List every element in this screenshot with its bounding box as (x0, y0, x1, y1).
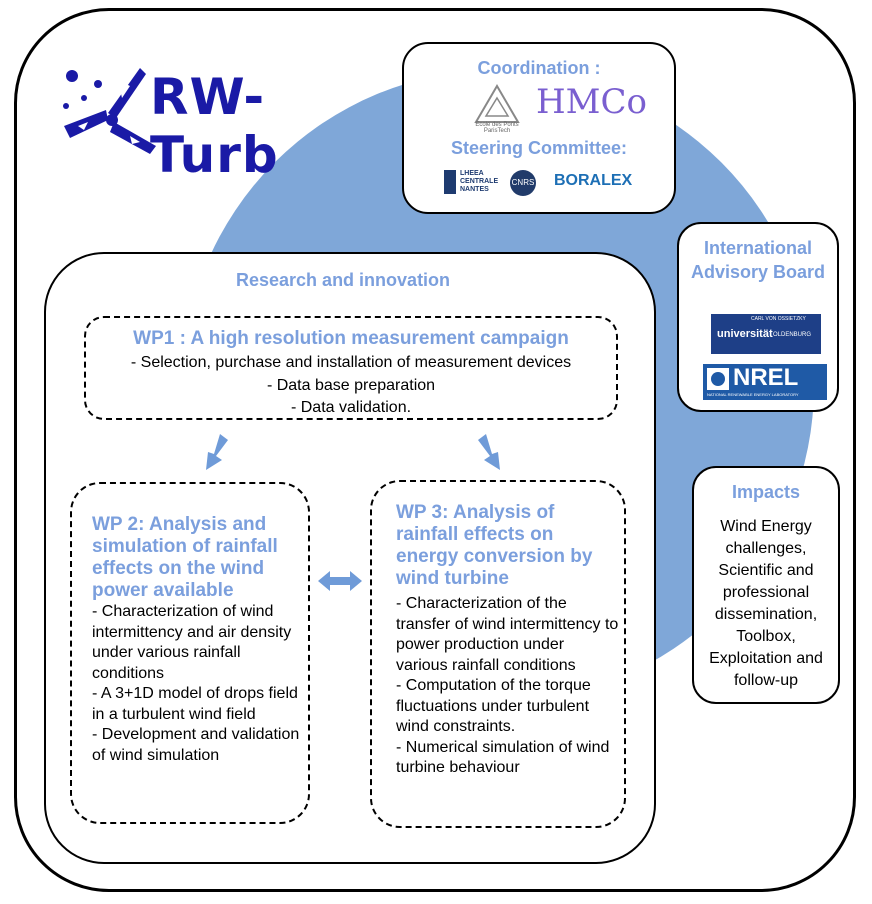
wp1-title: WP1 : A high resolution measurement camp… (133, 328, 569, 349)
wp3-line: - Characterization of the transfer of wi… (396, 595, 619, 674)
wp2-line: - Development and validation of wind sim… (92, 726, 300, 764)
wp2-box: WP 2: Analysis and simulation of rainfal… (70, 482, 310, 824)
cnrs-logo: CNRS (510, 170, 536, 196)
oldenburg-logo: CARL VON OSSIETZKY universität OLDENBURG (711, 314, 821, 354)
outer-frame (14, 8, 856, 892)
wp1-box: WP1 : A high resolution measurement camp… (84, 316, 618, 420)
double-arrow-icon (318, 571, 362, 591)
wp2-line: - A 3+1D model of drops field in a turbu… (92, 685, 298, 723)
impacts-title: Impacts (731, 482, 801, 502)
arrow-down-left-icon (206, 434, 228, 470)
arrow-down-right-icon (478, 434, 500, 470)
wp1-line: - Data base preparation (266, 377, 436, 394)
wp3-box: WP 3: Analysis of rainfall effects on en… (370, 480, 626, 828)
wind-turbine-icon (63, 68, 156, 154)
hmco-logo: HMCo (536, 82, 647, 122)
wp2-line: - Characterization of wind intermittency… (92, 603, 292, 682)
wp2-title: WP 2: Analysis and simulation of rainfal… (92, 514, 278, 601)
logo-text: RW-Turb (150, 68, 279, 184)
enpc-logo-text: Ecole des Ponts ParisTech (475, 122, 519, 134)
triangle-logo-icon (474, 84, 520, 123)
nrel-logo: NREL NATIONAL RENEWABLE ENERGY LABORATOR… (703, 364, 827, 400)
research-title: Research and innovation (236, 270, 451, 290)
wp3-line: - Computation of the torque fluctuations… (396, 677, 591, 735)
advisory-title: International Advisory Board (690, 238, 826, 282)
steering-title: Steering Committee: (450, 138, 628, 158)
research-box: Research and innovation WP1 : A high res… (44, 252, 656, 864)
wp2-body: - Characterization of wind intermittency… (92, 602, 304, 766)
enpc-logo: Ecole des Ponts ParisTech (472, 84, 522, 134)
wp1-line: - Data validation. (290, 399, 412, 416)
lheea-logo: LHEEA CENTRALE NANTES (444, 168, 500, 198)
advisory-board-box: International Advisory Board CARL VON OS… (677, 222, 839, 412)
wp3-body: - Characterization of the transfer of wi… (396, 594, 620, 779)
impacts-box: Impacts Wind Energy challenges, Scientif… (692, 466, 840, 704)
coordination-box: Coordination : Ecole des Ponts ParisTech… (402, 42, 676, 214)
wp1-line: - Selection, purchase and installation o… (130, 354, 572, 371)
wp3-line: - Numerical simulation of wind turbine b… (396, 738, 610, 777)
coordination-title: Coordination : (477, 58, 601, 78)
boralex-logo: BORALEX (554, 172, 633, 189)
nrel-emblem-icon (707, 368, 729, 390)
impacts-body: Wind Energy challenges, Scientific and p… (709, 518, 823, 689)
rw-turb-logo: RW-Turb (58, 58, 378, 184)
wp3-title: WP 3: Analysis of rainfall effects on en… (396, 502, 593, 589)
